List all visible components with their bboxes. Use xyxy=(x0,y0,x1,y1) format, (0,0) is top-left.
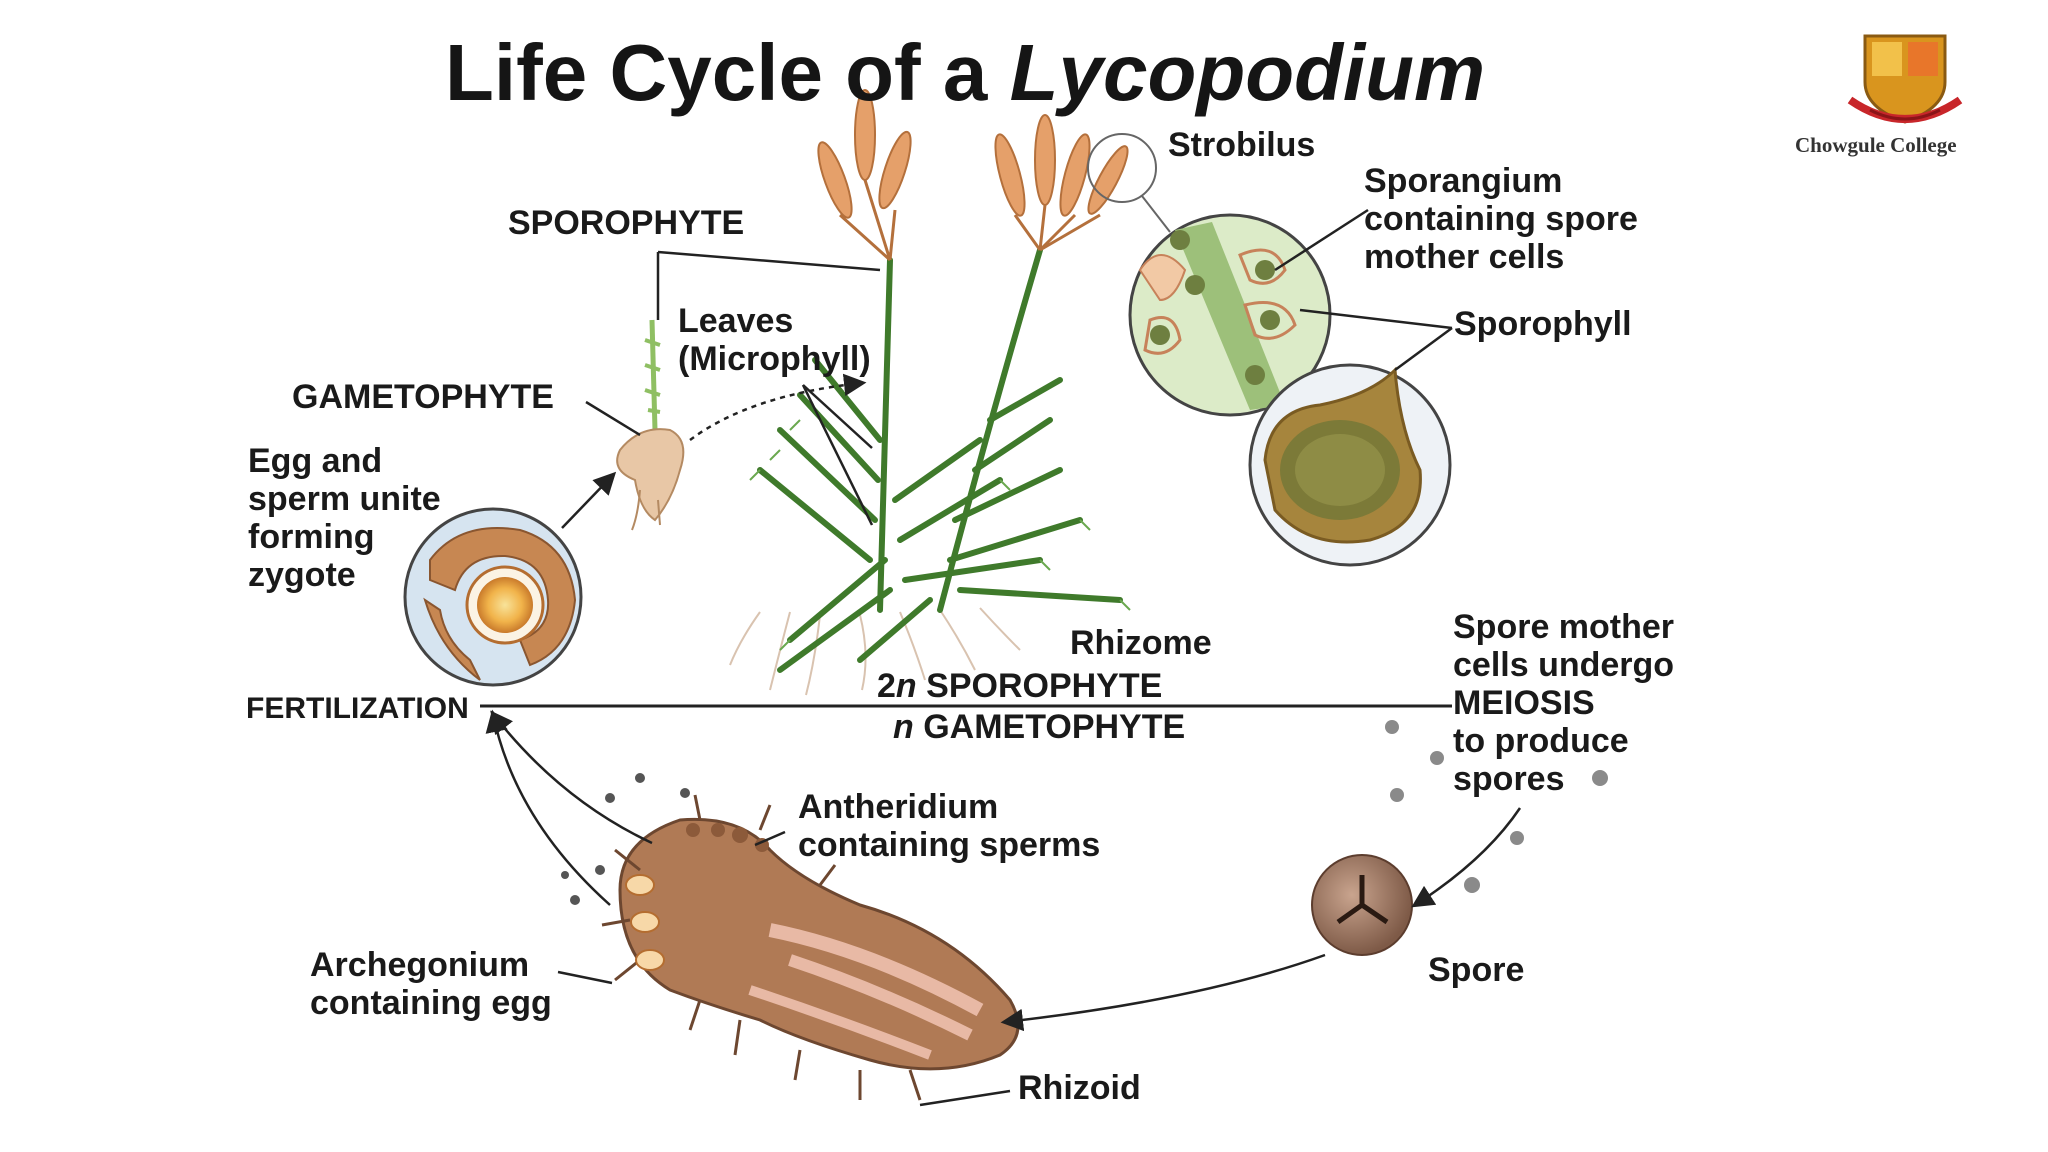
label-meiosis: Spore mother cells undergo MEIOSIS to pr… xyxy=(1453,608,1674,798)
label-sporangium: Sporangium containing spore mother cells xyxy=(1364,162,1638,276)
label-spore: Spore xyxy=(1428,951,1524,989)
label-2n-sporophyte: 2n SPOROPHYTE xyxy=(877,667,1162,705)
college-crest-logo xyxy=(1850,36,1960,122)
label-rhizoid: Rhizoid xyxy=(1018,1069,1141,1107)
label-strobilus: Strobilus xyxy=(1168,126,1315,164)
label-rhizome: Rhizome xyxy=(1070,624,1212,662)
gametophyte-with-young-sporophyte xyxy=(617,320,683,530)
label-archegonium: Archegonium containing egg xyxy=(310,946,552,1022)
label-sporophyte: SPOROPHYTE xyxy=(508,204,744,242)
label-n-gametophyte: n GAMETOPHYTE xyxy=(893,708,1185,746)
spore xyxy=(1312,855,1412,955)
label-leaves: Leaves (Microphyll) xyxy=(678,302,871,378)
diagram-title: Life Cycle of a Lycopodium xyxy=(445,28,1485,118)
arrow-sperm-to-fertilization xyxy=(493,714,652,843)
label-sporophyll: Sporophyll xyxy=(1454,305,1632,343)
label-egg-sperm-unite: Egg and sperm unite forming zygote xyxy=(248,442,441,594)
college-name: Chowgule College xyxy=(1795,133,1957,158)
arrow-zygote-to-gametophyte xyxy=(562,475,613,528)
label-gametophyte: GAMETOPHYTE xyxy=(292,378,554,416)
label-antheridium: Antheridium containing sperms xyxy=(798,788,1100,864)
label-fertilization: FERTILIZATION xyxy=(246,690,469,728)
arrow-spore-to-gametophyte xyxy=(1005,955,1325,1022)
sporophyll-section-inset xyxy=(1250,365,1450,565)
